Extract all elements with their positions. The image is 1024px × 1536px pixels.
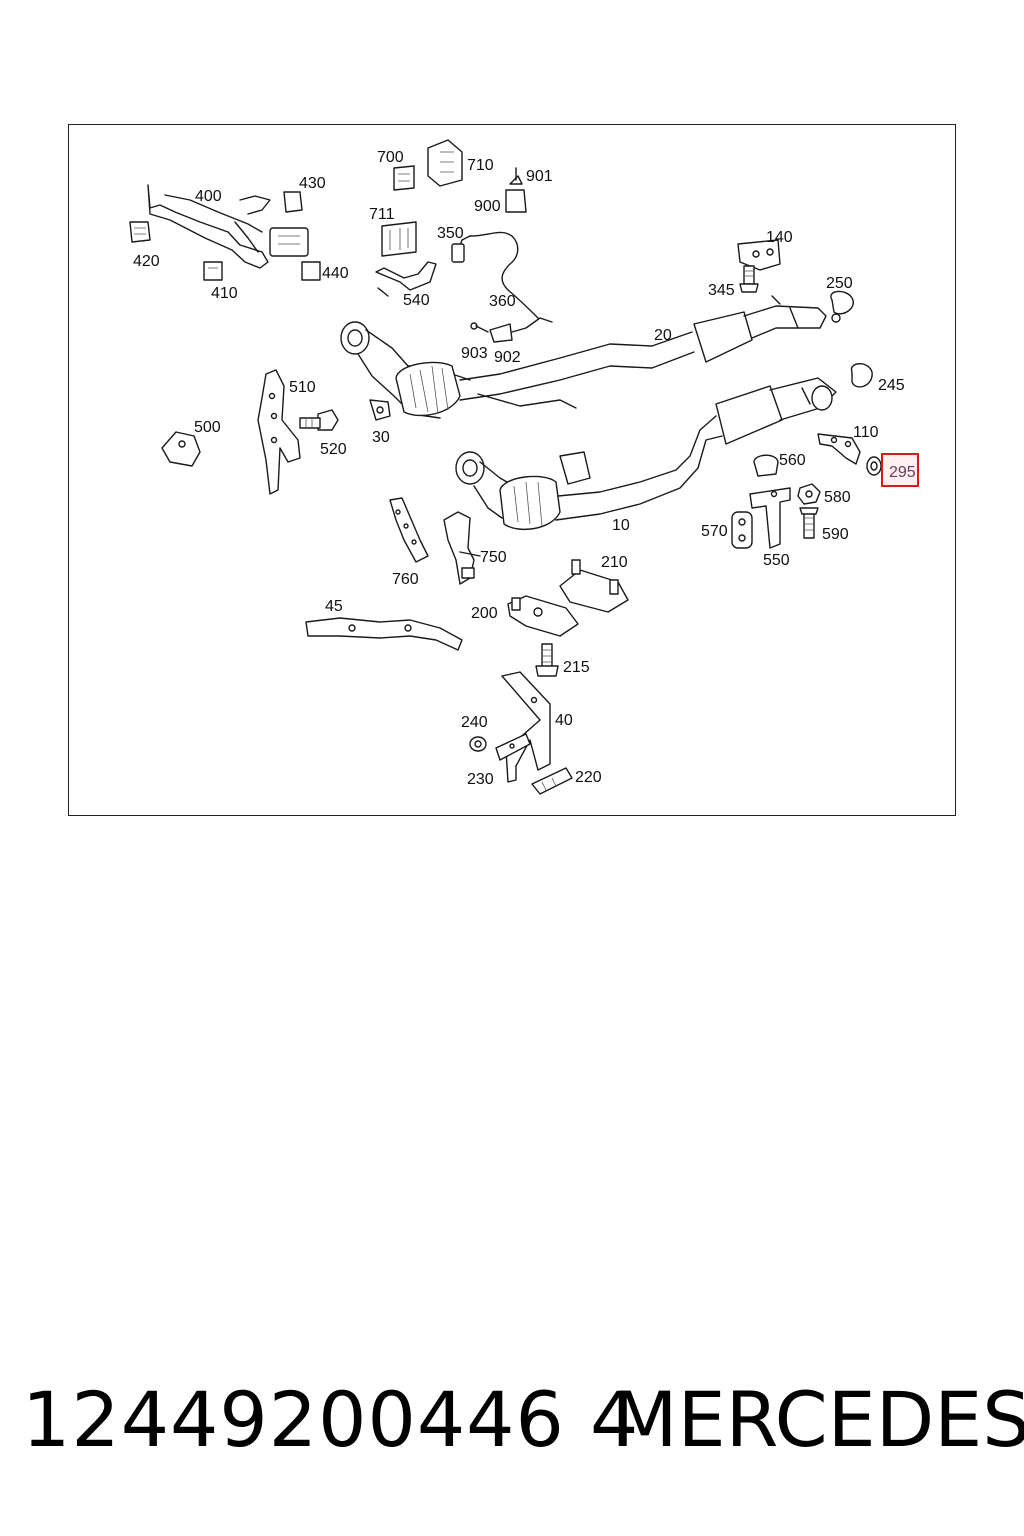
exhaust-pipe-20	[340, 305, 841, 419]
diagram-frame	[68, 124, 956, 816]
label-40[interactable]: 40	[555, 712, 573, 729]
nut-580	[797, 483, 821, 505]
holder-711	[381, 221, 417, 257]
label-760[interactable]: 760	[392, 571, 419, 588]
label-711[interactable]: 711	[369, 206, 395, 223]
part-number: 12449200446 4	[22, 1375, 640, 1464]
label-230[interactable]: 230	[467, 771, 494, 788]
bracket-110	[817, 433, 861, 465]
bolt-30	[369, 399, 391, 421]
mount-200	[507, 595, 579, 637]
label-30[interactable]: 30	[372, 429, 390, 446]
bracket-40	[501, 671, 551, 783]
bracket-assembly-400	[147, 184, 309, 269]
label-345[interactable]: 345	[708, 282, 735, 299]
label-520[interactable]: 520	[320, 441, 347, 458]
label-430[interactable]: 430	[299, 175, 326, 192]
label-360[interactable]: 360	[489, 293, 516, 310]
clamp-220	[531, 767, 573, 795]
label-903[interactable]: 903	[461, 345, 488, 362]
label-550[interactable]: 550	[763, 552, 790, 569]
exhaust-parts-diagram: 700 710 901 900 711 350 400 430 420 410 …	[129, 139, 919, 795]
label-210[interactable]: 210	[601, 554, 628, 571]
clip-430	[283, 191, 303, 213]
sensor-902-903	[470, 317, 553, 343]
plate-230	[495, 733, 531, 761]
label-140[interactable]: 140	[766, 229, 793, 246]
label-901[interactable]: 901	[526, 168, 553, 185]
label-220[interactable]: 220	[575, 769, 602, 786]
bracket-510	[257, 369, 301, 495]
label-45[interactable]: 45	[325, 598, 343, 615]
label-20[interactable]: 20	[654, 327, 672, 344]
bracket-140	[737, 239, 781, 271]
washer-240	[469, 736, 487, 752]
label-240[interactable]: 240	[461, 714, 488, 731]
label-560[interactable]: 560	[779, 452, 806, 469]
label-580[interactable]: 580	[824, 489, 851, 506]
sensor-900	[505, 167, 527, 213]
clip-440	[301, 261, 321, 281]
label-750[interactable]: 750	[480, 549, 507, 566]
bolt-215	[535, 643, 559, 677]
label-710[interactable]: 710	[467, 157, 494, 174]
label-500[interactable]: 500	[194, 419, 221, 436]
label-110[interactable]: 110	[853, 424, 879, 441]
label-420[interactable]: 420	[133, 253, 160, 270]
label-245[interactable]: 245	[878, 377, 905, 394]
bolt-520	[299, 409, 339, 431]
label-570[interactable]: 570	[701, 523, 728, 540]
label-902[interactable]: 902	[494, 349, 521, 366]
label-900[interactable]: 900	[474, 198, 501, 215]
mount-210	[559, 559, 629, 613]
label-400[interactable]: 400	[195, 188, 222, 205]
label-350[interactable]: 350	[437, 225, 464, 242]
label-200[interactable]: 200	[471, 605, 498, 622]
label-410[interactable]: 410	[211, 285, 238, 302]
label-295[interactable]: 295	[889, 464, 916, 481]
label-590[interactable]: 590	[822, 526, 849, 543]
bracket-550	[749, 487, 791, 549]
clip-420	[129, 221, 151, 243]
clip-710	[427, 139, 463, 187]
mount-500	[161, 431, 201, 467]
bolt-345	[739, 265, 759, 293]
bracket-760	[389, 497, 429, 563]
label-510[interactable]: 510	[289, 379, 316, 396]
exhaust-pipe-10	[455, 377, 837, 531]
clip-700	[393, 165, 415, 191]
bracket-45	[305, 617, 463, 651]
clip-410	[203, 261, 223, 281]
label-215[interactable]: 215	[563, 659, 590, 676]
highlight-box	[881, 453, 919, 487]
rubber-mount-560	[753, 454, 779, 477]
clamp-250	[771, 290, 854, 315]
mount-570	[731, 511, 753, 549]
bracket-750	[443, 511, 481, 585]
label-250[interactable]: 250	[826, 275, 853, 292]
clamp-245	[850, 363, 873, 388]
label-700[interactable]: 700	[377, 149, 404, 166]
label-540[interactable]: 540	[403, 292, 430, 309]
oxygen-sensor-350	[451, 231, 539, 319]
bolt-590	[799, 507, 819, 539]
label-440[interactable]: 440	[322, 265, 349, 282]
footer: 12449200446 4 MERCEDES	[0, 1370, 1024, 1470]
label-10[interactable]: 10	[612, 517, 630, 534]
brand-name: MERCEDES	[612, 1375, 1024, 1464]
bracket-540	[375, 261, 437, 297]
ring-295	[866, 456, 882, 476]
